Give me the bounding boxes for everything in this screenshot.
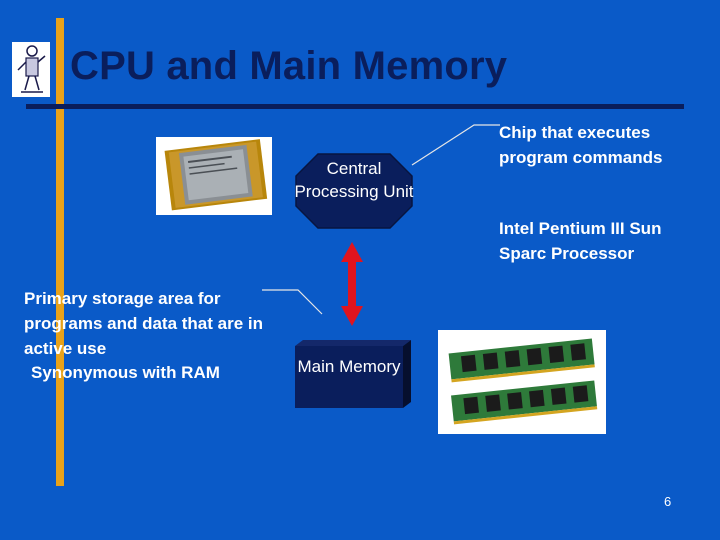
memory-box <box>293 338 413 410</box>
ram-synonym-note: Synonymous with RAM <box>31 363 220 382</box>
cpu-chip-photo <box>156 137 272 215</box>
memory-label: Main Memory <box>297 357 401 376</box>
slide-title: CPU and Main Memory <box>70 44 508 88</box>
bidirectional-arrow-icon <box>341 242 363 326</box>
chip-description: Chip that executes program commands <box>499 123 663 167</box>
cpu-label: Central Processing Unit <box>294 159 414 201</box>
accent-vertical-bar <box>56 18 64 486</box>
chip-examples: Intel Pentium III Sun Sparc Processor <box>499 219 662 263</box>
title-underline <box>26 104 684 109</box>
page-number: 6 <box>664 494 672 509</box>
primary-storage-description: Primary storage area for programs and da… <box>24 289 263 358</box>
memory-callout-line <box>262 289 323 315</box>
ram-modules-photo <box>438 330 606 434</box>
cpu-octagon-box <box>294 152 414 230</box>
mascot-logo <box>12 42 50 97</box>
chip-callout-line <box>411 124 500 166</box>
